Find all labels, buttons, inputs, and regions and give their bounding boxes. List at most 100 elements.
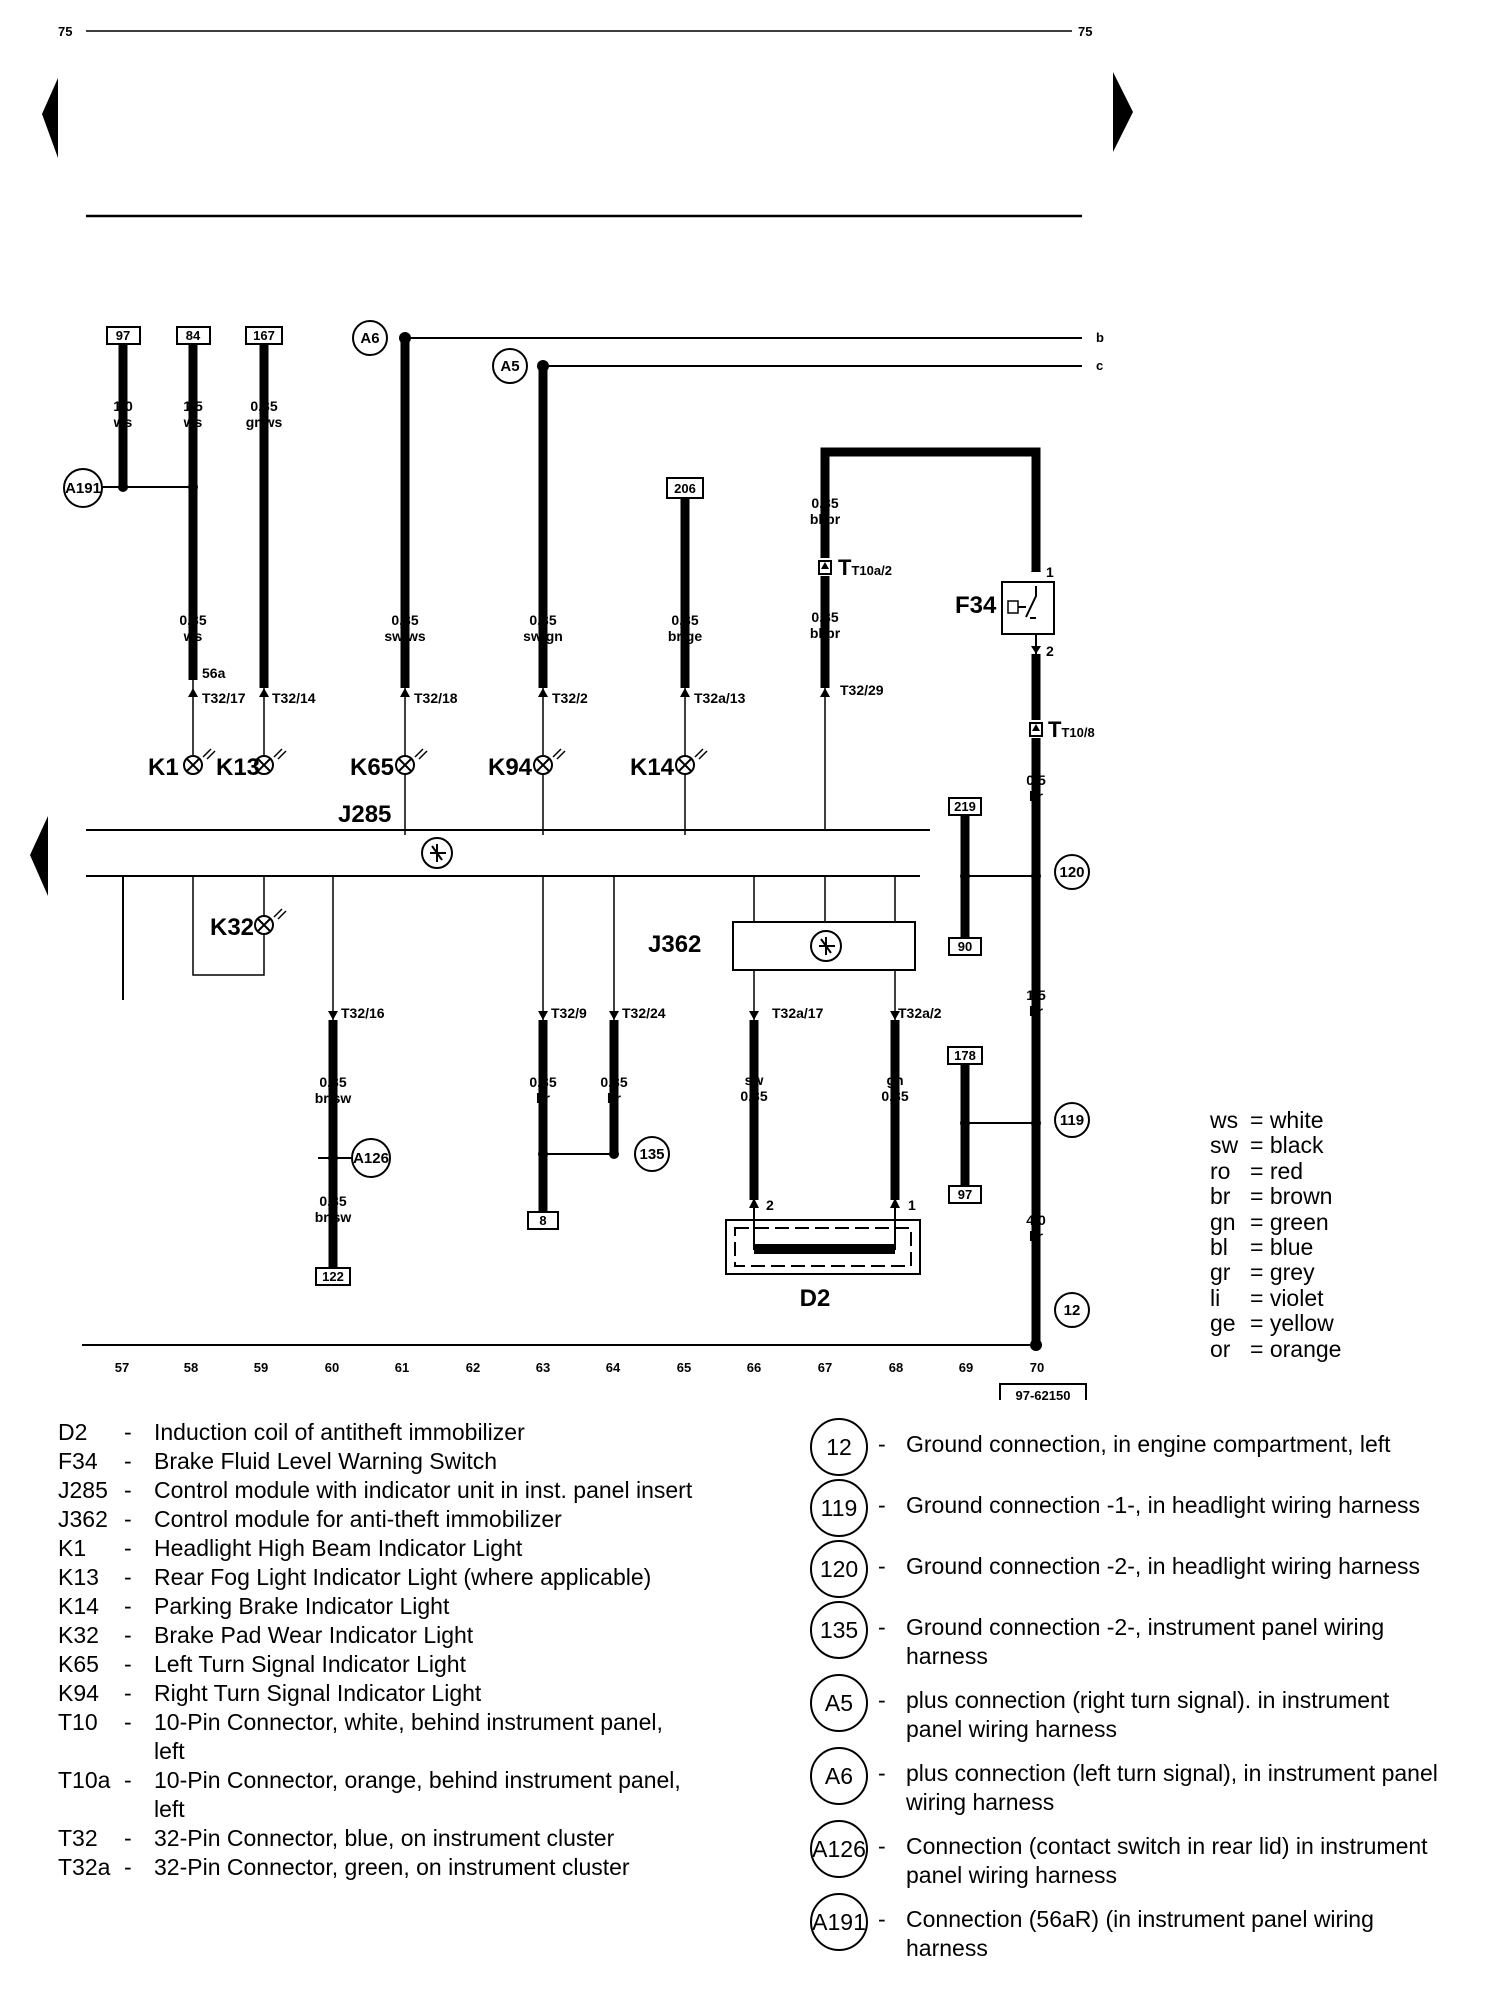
- svg-text:97-62150: 97-62150: [1016, 1388, 1071, 1400]
- svg-text:66: 66: [747, 1360, 761, 1375]
- pin-label: T32a/2: [898, 1005, 942, 1021]
- drawing-number: 97-62150: [999, 1383, 1087, 1400]
- color-key-row: ge= yellow: [1210, 1310, 1334, 1337]
- fuse-box: 90: [948, 937, 982, 956]
- svg-text:97: 97: [116, 328, 130, 343]
- pin-label: T32/14: [272, 690, 316, 706]
- color-key-row: gn= green: [1210, 1208, 1329, 1235]
- svg-text:12: 12: [1064, 1302, 1081, 1319]
- d2-label: D2: [800, 1285, 831, 1312]
- svg-text:60: 60: [325, 1360, 339, 1375]
- svg-text:64: 64: [606, 1360, 621, 1375]
- ground-135: 135: [634, 1136, 670, 1172]
- svg-text:62: 62: [466, 1360, 480, 1375]
- fuse-box: 97: [948, 1185, 982, 1204]
- svg-text:84: 84: [186, 328, 201, 343]
- legend-row: K32-Brake Pad Wear Indicator Light: [58, 1622, 474, 1648]
- color-key-row: sw= black: [1210, 1132, 1324, 1159]
- ground-row: 135-Ground connection -2-, instrument pa…: [810, 1601, 1450, 1671]
- connection-a5: A5: [492, 348, 528, 384]
- svg-text:119: 119: [1060, 1112, 1084, 1129]
- page-number-left: 75: [58, 24, 72, 39]
- color-key-row: bl= blue: [1210, 1234, 1314, 1261]
- lamp-k32: [254, 908, 287, 935]
- bus-label-c: c: [1096, 358, 1103, 373]
- fuse-box: 8: [527, 1211, 559, 1230]
- pin-label: 56a: [202, 665, 226, 681]
- svg-text:120: 120: [1059, 864, 1084, 881]
- color-key: ws= white sw= black ro= red br= brown gn…: [1210, 1107, 1341, 1362]
- k13-label: K13: [216, 754, 260, 781]
- f34-label: F34: [955, 592, 997, 619]
- j285-label: J285: [338, 801, 391, 828]
- ground-symbol: 120: [810, 1540, 868, 1598]
- t10a2-label: TT10a/2: [838, 555, 892, 580]
- svg-text:167: 167: [253, 328, 275, 343]
- svg-text:206: 206: [674, 481, 696, 496]
- svg-text:122: 122: [322, 1269, 344, 1284]
- ground-row: A5-plus connection (right turn signal). …: [810, 1674, 1450, 1744]
- legend-row: K1-Headlight High Beam Indicator Light: [58, 1535, 523, 1561]
- t108-label: TT10/8: [1048, 717, 1095, 742]
- ground-row: A6-plus connection (left turn signal), i…: [810, 1747, 1450, 1817]
- page-number-right: 75: [1078, 24, 1092, 39]
- legend-row: D2-Induction coil of antitheft immobiliz…: [58, 1419, 525, 1445]
- lamp-k13: [254, 748, 287, 775]
- fuse-box: 167: [245, 326, 283, 345]
- continue-left-arrow-icon[interactable]: [30, 816, 48, 896]
- connection-a6: A6: [352, 320, 388, 356]
- ground-120: 120: [1054, 854, 1090, 890]
- bus-label-b: b: [1096, 330, 1104, 345]
- next-page-arrow-icon[interactable]: [1113, 72, 1133, 152]
- svg-text:67: 67: [818, 1360, 832, 1375]
- color-key-row: ro= red: [1210, 1157, 1304, 1184]
- lamp-k1: [183, 748, 216, 775]
- k32-label: K32: [210, 914, 254, 941]
- pin-label: T32/24: [622, 1005, 666, 1021]
- fuse-box: 97: [106, 326, 141, 345]
- ground-row: A191-Connection (56aR) (in instrument pa…: [810, 1893, 1450, 1963]
- j362-electronic-symbol-icon: [810, 930, 842, 962]
- svg-text:90: 90: [958, 939, 972, 954]
- pin-label: T32a/13: [694, 690, 746, 706]
- ground-symbol: A191: [810, 1893, 868, 1951]
- ground-symbol: A5: [810, 1674, 868, 1732]
- k1-label: K1: [148, 754, 179, 781]
- fuse-box: 84: [176, 326, 211, 345]
- j285-electronic-symbol-icon: [421, 837, 453, 869]
- legend-row: T10-10-Pin Connector, white, behind inst…: [58, 1709, 663, 1764]
- ground-119: 119: [1054, 1102, 1090, 1138]
- svg-text:8: 8: [539, 1213, 546, 1228]
- color-key-row: ws= white: [1210, 1107, 1324, 1133]
- pin-label: 2: [1046, 643, 1054, 659]
- pin-label: 2: [766, 1197, 774, 1213]
- svg-text:65: 65: [677, 1360, 691, 1375]
- lamp-k65: [395, 748, 428, 775]
- pin-label: T32/2: [552, 690, 588, 706]
- legend-row: J285-Control module with indicator unit …: [58, 1477, 693, 1503]
- ground-row: 120-Ground connection -2-, in headlight …: [810, 1540, 1450, 1598]
- track-numbers: 57 58 59 60 61 62 63 64 65 66 67 68 69 7…: [115, 1360, 1044, 1375]
- legend-row: F34-Brake Fluid Level Warning Switch: [58, 1448, 498, 1474]
- svg-text:58: 58: [184, 1360, 198, 1375]
- fuse-box: 178: [947, 1046, 983, 1065]
- ground-symbol: 119: [810, 1479, 868, 1537]
- prev-page-arrow-icon[interactable]: [42, 78, 58, 158]
- ground-symbol: 12: [810, 1418, 868, 1476]
- pin-label: 1: [908, 1197, 916, 1213]
- svg-text:59: 59: [254, 1360, 268, 1375]
- legend-row: T10a-10-Pin Connector, orange, behind in…: [58, 1767, 681, 1822]
- svg-text:178: 178: [954, 1048, 976, 1063]
- ground-row: A126-Connection (contact switch in rear …: [810, 1820, 1450, 1890]
